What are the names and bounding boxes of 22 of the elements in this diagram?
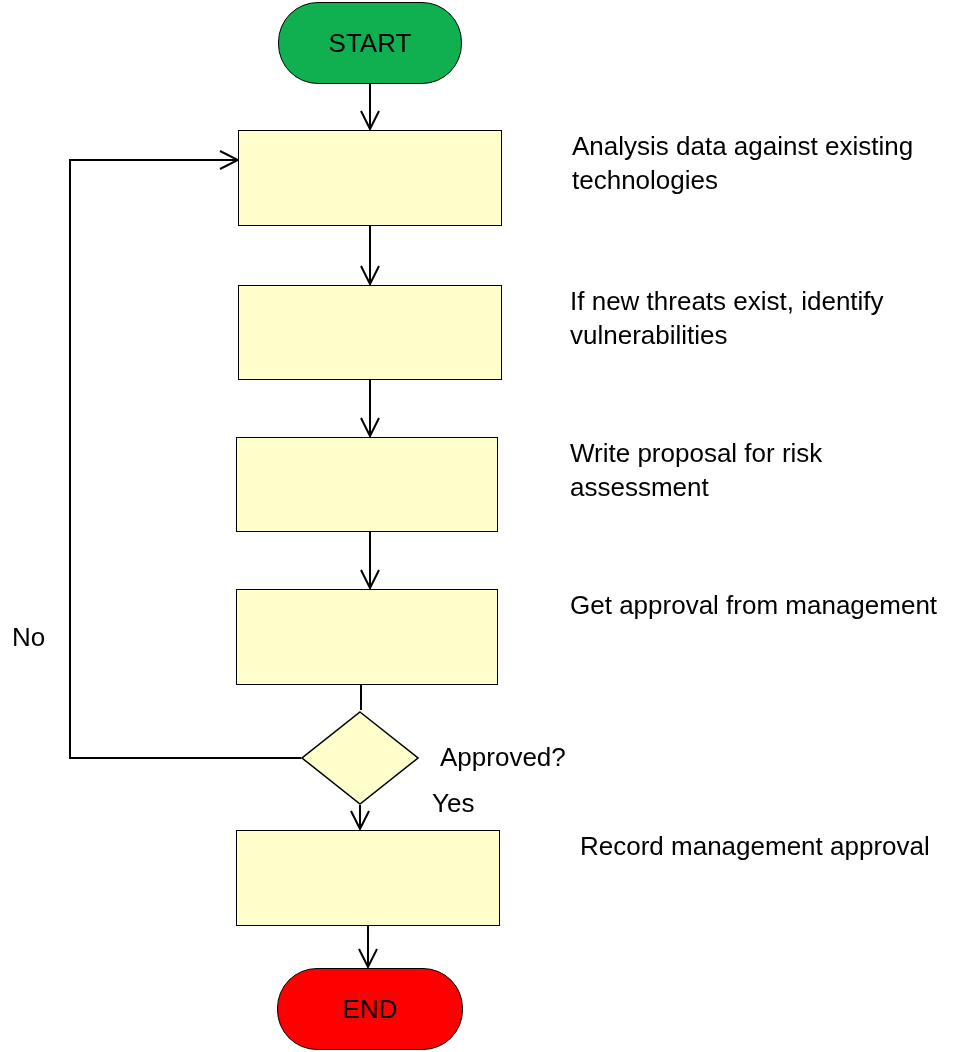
- decision-question: Approved?: [440, 741, 566, 774]
- arrow: [350, 804, 370, 830]
- step-description: Get approval from management: [570, 589, 938, 622]
- arrow: [360, 379, 380, 437]
- terminator-pill: START: [278, 2, 462, 84]
- arrow: [360, 531, 380, 589]
- step-description: Record management approval: [580, 830, 930, 863]
- process-box: [236, 830, 500, 926]
- terminator-pill: END: [277, 968, 463, 1050]
- step-description: Write proposal for risk assessment: [570, 437, 824, 504]
- process-box: [238, 285, 502, 380]
- connector-line: [360, 684, 362, 711]
- arrow: [358, 925, 378, 968]
- arrow: [360, 83, 380, 130]
- arrow: [69, 150, 302, 759]
- process-box: [238, 130, 502, 226]
- process-box: [236, 437, 498, 532]
- decision-diamond: [301, 711, 419, 805]
- step-description: Analysis data against existing technologies: [572, 130, 915, 197]
- arrow: [360, 225, 380, 285]
- step-description: If new threats exist, identify vulnerabilities: [570, 285, 885, 352]
- process-box: [236, 589, 498, 685]
